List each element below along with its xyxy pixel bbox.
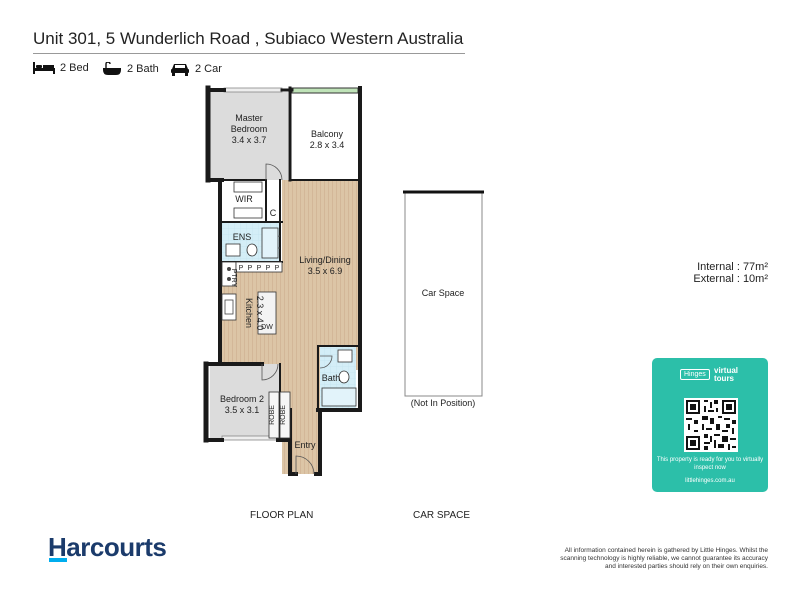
bed-icon xyxy=(33,62,55,74)
feature-beds-label: 2 Bed xyxy=(60,62,89,74)
entry-label: Entry xyxy=(294,440,316,450)
closet-floor xyxy=(266,204,280,222)
harcourts-logo: Harcourts xyxy=(48,532,167,562)
bedroom2-floor xyxy=(210,364,280,438)
living-name: Living/Dining xyxy=(299,255,351,265)
qr-code-icon xyxy=(684,398,738,452)
bedroom2-dims: 3.5 x 3.1 xyxy=(225,405,260,415)
ens-label: ENS xyxy=(233,232,252,242)
virtual-tour-name-line2: tours xyxy=(714,374,734,383)
kitchen-dims: 2.3 x 4.0 xyxy=(255,296,265,331)
pantry-mark: P xyxy=(275,265,280,272)
floor-plan-caption: FLOOR PLAN xyxy=(250,510,314,521)
master-window xyxy=(223,87,283,93)
feature-cars: 2 Car xyxy=(170,62,222,76)
virtual-tour-message: This property is ready for you to virtua… xyxy=(656,457,764,471)
qr-code[interactable] xyxy=(684,398,738,452)
hinges-badge: Hinges xyxy=(680,369,710,380)
master-dims: 3.4 x 3.7 xyxy=(232,135,267,145)
external-area: External : 10m² xyxy=(693,273,768,285)
car-space-caption: CAR SPACE xyxy=(413,510,471,521)
not-in-position-label: (Not In Position) xyxy=(411,398,476,408)
feature-baths: 2 Bath xyxy=(102,62,159,76)
title-divider xyxy=(33,53,465,54)
wir-label: WIR xyxy=(235,194,253,204)
robe-label-1: ROBE xyxy=(269,405,276,425)
master-bedroom-floor xyxy=(210,92,288,180)
pantry-mark: P xyxy=(239,265,244,272)
virtual-tour-name-line1: virtual xyxy=(714,366,739,375)
master-name: Master xyxy=(235,113,263,123)
car-space-outline xyxy=(404,191,483,397)
pantry-mark: P xyxy=(257,265,262,272)
internal-area-value: 77m² xyxy=(742,261,768,273)
balcony-name: Balcony xyxy=(311,129,344,139)
bath-label: Bath xyxy=(322,373,341,383)
internal-area: Internal : 77m² xyxy=(697,261,768,273)
joinery xyxy=(221,181,357,439)
pantry-marks: P P P P P xyxy=(239,265,280,272)
pantry-mark: P xyxy=(248,265,253,272)
page-title: Unit 301, 5 Wunderlich Road , Subiaco We… xyxy=(33,29,464,48)
kitchen-name: Kitchen xyxy=(244,298,254,328)
master-name-2: Bedroom xyxy=(231,124,268,134)
bedroom2-name: Bedroom 2 xyxy=(220,394,264,404)
balcony-dims: 2.8 x 3.4 xyxy=(310,140,345,150)
kitchen-appliances xyxy=(224,267,234,315)
feature-cars-label: 2 Car xyxy=(195,63,222,75)
feature-baths-label: 2 Bath xyxy=(127,63,159,75)
pantry-mark: P xyxy=(266,265,271,272)
virtual-tour-name: virtual tours xyxy=(714,367,738,383)
bath-icon xyxy=(103,62,121,75)
external-area-label: External xyxy=(693,273,734,285)
closet-label: C xyxy=(270,208,277,218)
pantry-label: PTRY xyxy=(230,269,237,288)
feature-beds: 2 Bed xyxy=(33,62,89,74)
dw-label: DW xyxy=(261,324,273,331)
balcony-floor xyxy=(292,92,358,180)
living-floor xyxy=(282,180,358,370)
living-dims: 3.5 x 6.9 xyxy=(308,266,343,276)
logo-accent-bar xyxy=(49,558,67,562)
internal-area-label: Internal xyxy=(697,261,734,273)
virtual-tour-url[interactable]: littlehinges.com.au xyxy=(685,478,735,484)
external-area-value: 10m² xyxy=(742,273,768,285)
robe-label-2: ROBE xyxy=(280,405,287,425)
car-space-label: Car Space xyxy=(422,288,465,298)
car-icon xyxy=(171,64,189,76)
balcony-balustrade xyxy=(291,87,359,94)
disclaimer: All information contained herein is gath… xyxy=(560,547,768,571)
